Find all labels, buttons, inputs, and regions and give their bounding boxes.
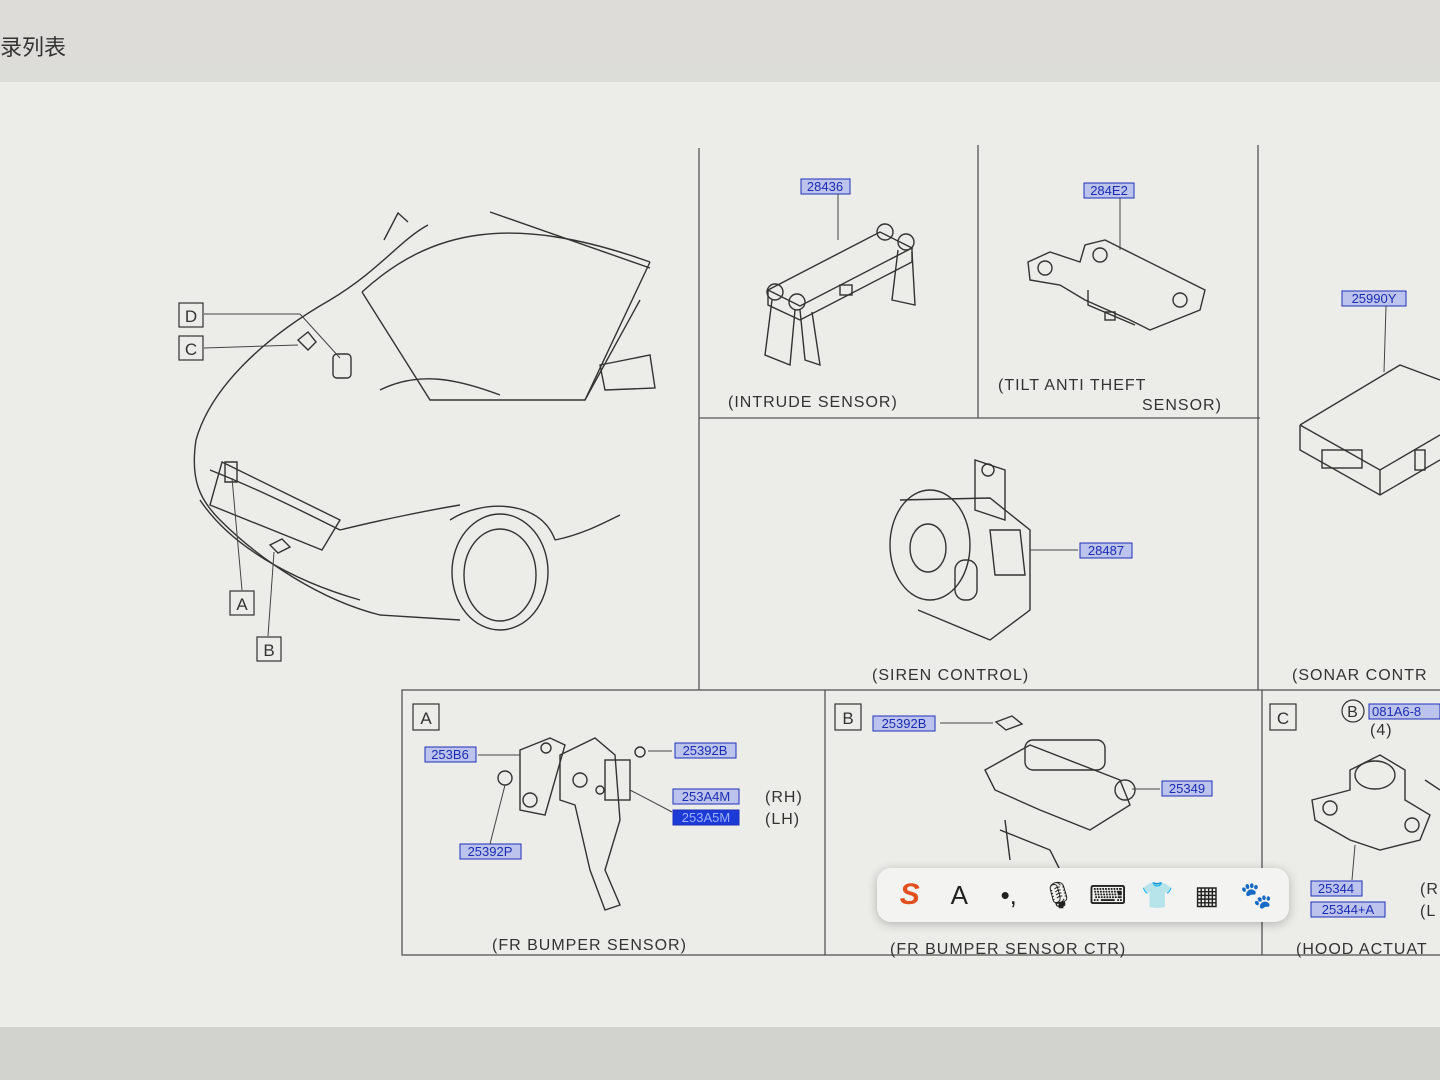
svg-text:25344+A: 25344+A <box>1322 902 1375 917</box>
part-number-284E2[interactable]: 284E2 <box>1083 182 1135 199</box>
sonar-control-caption: (SONAR CONTR <box>1292 667 1428 684</box>
siren-control-drawing <box>889 459 1031 641</box>
lh-label-c: (L <box>1420 903 1436 920</box>
sonar-control-drawing <box>1299 364 1440 496</box>
svg-text:25392B: 25392B <box>683 743 728 758</box>
lh-label-a: (LH) <box>765 811 800 828</box>
callout-c-label: C <box>185 340 197 359</box>
punctuation-icon[interactable]: •, <box>1000 879 1017 910</box>
callout-leaders <box>203 313 341 637</box>
hood-ref-letter: B <box>1347 704 1359 721</box>
ime-toolbar: S A •, 🎙 ⌨ 👕 ▦ 🐾 <box>877 868 1289 922</box>
part-number-25349[interactable]: 25349 <box>1161 780 1213 797</box>
svg-text:284E2: 284E2 <box>1090 183 1128 198</box>
panel-b-letter: B <box>842 709 853 728</box>
svg-text:25349: 25349 <box>1169 781 1205 796</box>
svg-text:253A5M: 253A5M <box>682 810 730 825</box>
callout-a-label: A <box>236 595 248 614</box>
tilt-sensor-caption-line1: (TILT ANTI THEFT <box>998 377 1146 394</box>
tilt-sensor-panel: 284E2 (TILT ANTI THEFT SENSOR) <box>998 182 1222 414</box>
keyboard-icon[interactable]: ⌨ <box>1088 879 1127 910</box>
svg-text:25344: 25344 <box>1318 881 1354 896</box>
callout-d-label: D <box>185 307 197 326</box>
svg-text:25392B: 25392B <box>882 716 927 731</box>
part-number-25392P[interactable]: 25392P <box>459 843 522 860</box>
siren-control-caption: (SIREN CONTROL) <box>872 667 1029 684</box>
skin-shirt-icon[interactable]: 👕 <box>1141 879 1174 910</box>
svg-text:25990Y: 25990Y <box>1352 291 1397 306</box>
intrude-sensor-panel: 28436 (INTRUDE SENSOR) <box>728 178 916 411</box>
part-number-081A6-8[interactable]: 081A6-8 <box>1368 703 1440 720</box>
part-number-253A4M[interactable]: 253A4M <box>672 788 740 805</box>
sogou-s-icon[interactable]: S <box>899 878 920 911</box>
part-number-28436[interactable]: 28436 <box>800 178 851 195</box>
fr-bumper-sensor-ctr-panel: B 25392B 25349 (FR BUMPER SENSOR CTR) <box>834 703 1213 958</box>
hood-actuator-panel: C B 081A6-8 (4) 25344 25344+A (R (L (HOO… <box>1269 699 1440 958</box>
screen-bottom-bezel <box>0 1027 1440 1080</box>
svg-text:253A4M: 253A4M <box>682 789 730 804</box>
mascot-icon[interactable]: 🐾 <box>1240 879 1273 910</box>
tilt-sensor-caption-line2: SENSOR) <box>1142 397 1222 414</box>
car-overview-drawing <box>193 211 656 631</box>
svg-text:253B6: 253B6 <box>431 747 469 762</box>
fr-bumper-sensor-ctr-drawing <box>984 715 1136 871</box>
siren-control-panel: 28487 (SIREN CONTROL) <box>872 459 1133 684</box>
apps-grid-icon[interactable]: ▦ <box>1194 879 1220 910</box>
part-number-253A5M[interactable]: 253A5M <box>672 809 740 826</box>
panel-c-letter: C <box>1277 709 1289 728</box>
part-number-253B6[interactable]: 253B6 <box>424 746 477 763</box>
sonar-control-panel: 25990Y (SONAR CONTR <box>1292 290 1440 684</box>
fr-bumper-sensor-leaders <box>478 750 673 845</box>
window-title: 录列表 <box>0 35 67 60</box>
intrude-sensor-drawing <box>764 223 916 367</box>
callout-c: C <box>178 335 204 361</box>
rh-label-a: (RH) <box>765 789 803 806</box>
part-number-25344[interactable]: 25344 <box>1310 880 1363 897</box>
callout-a: A <box>229 590 255 616</box>
font-icon[interactable]: A <box>950 879 968 910</box>
svg-text:28487: 28487 <box>1088 543 1124 558</box>
rh-label-c: (R <box>1420 881 1439 898</box>
fr-bumper-sensor-drawing <box>497 737 646 911</box>
svg-text:28436: 28436 <box>807 179 843 194</box>
tilt-sensor-drawing <box>1027 239 1206 331</box>
callout-d: D <box>178 302 204 328</box>
callout-b: B <box>256 636 282 662</box>
part-number-25392B-a[interactable]: 25392B <box>674 742 737 759</box>
part-number-25990Y[interactable]: 25990Y <box>1341 290 1407 307</box>
panel-a-letter: A <box>420 709 432 728</box>
hood-qty: (4) <box>1370 722 1393 739</box>
hood-actuator-caption: (HOOD ACTUAT <box>1296 941 1428 958</box>
fr-bumper-sensor-panel: A 253B6 25392B 253A4M 253A5M 25392P (RH)… <box>412 703 803 954</box>
part-number-25392B-b[interactable]: 25392B <box>872 715 936 732</box>
part-number-28487[interactable]: 28487 <box>1079 542 1133 559</box>
svg-text:25392P: 25392P <box>468 844 513 859</box>
callout-b-label: B <box>263 641 274 660</box>
fr-bumper-sensor-caption: (FR BUMPER SENSOR) <box>492 937 687 954</box>
hood-actuator-drawing <box>1311 754 1440 851</box>
intrude-sensor-caption: (INTRUDE SENSOR) <box>728 394 898 411</box>
microphone-icon[interactable]: 🎙 <box>1041 879 1075 910</box>
fr-bumper-sensor-ctr-caption: (FR BUMPER SENSOR CTR) <box>890 941 1126 958</box>
window-titlebar: 录列表 <box>0 0 1440 66</box>
part-number-25344-a[interactable]: 25344+A <box>1310 901 1386 918</box>
panel-borders <box>401 145 1440 956</box>
svg-text:081A6-8: 081A6-8 <box>1372 704 1421 719</box>
